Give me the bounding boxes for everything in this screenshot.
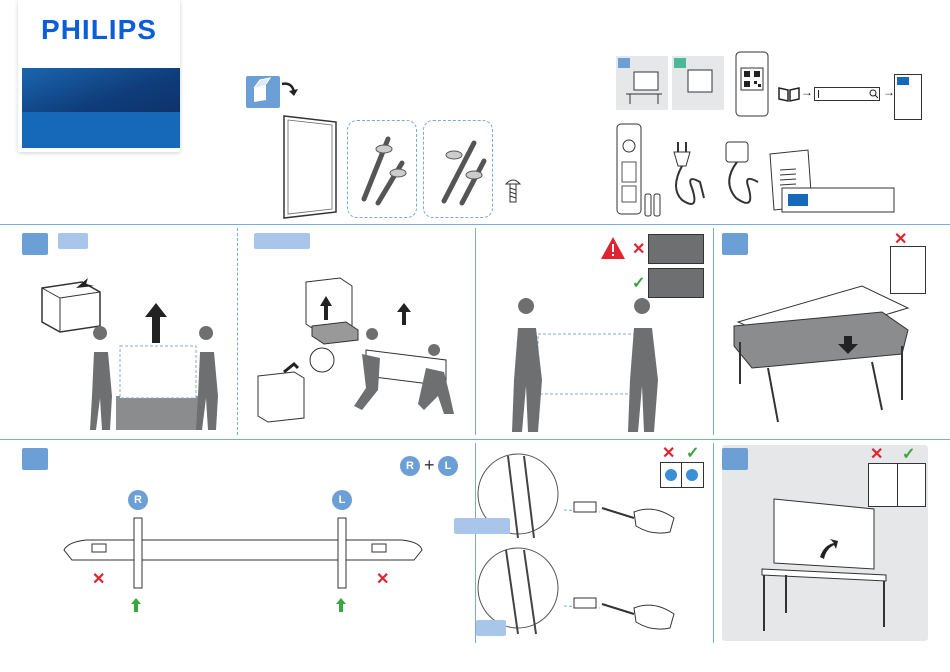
column-divider-1: [237, 228, 238, 435]
cross-icon: ✕: [92, 572, 105, 588]
step-marker: [722, 233, 748, 255]
box-lift-icon: [36, 270, 106, 332]
table-placement-thumb: [616, 56, 668, 110]
power-cord-icon: [664, 138, 708, 218]
arrow-curve-icon: [280, 80, 300, 100]
arrow-right: →: [801, 85, 813, 99]
stand-legs-group-1: [347, 120, 417, 218]
screwdriver-icon: [560, 488, 680, 544]
badge-r-position: R: [128, 490, 148, 510]
badge-r: R: [400, 456, 420, 476]
tv-on-stand-table: [756, 491, 896, 631]
book-icon: [778, 86, 800, 102]
column-divider-3: [713, 228, 714, 435]
cross-icon: ✕: [376, 572, 389, 588]
stand-leg-icon: [354, 135, 410, 205]
column-divider-5: [713, 443, 714, 643]
step-marker: [22, 233, 48, 255]
document-icon: [894, 74, 922, 120]
correct-handling-thumb: [648, 268, 704, 298]
philips-logo: PHILIPS: [18, 0, 180, 152]
two-people-carry-tv: [512, 310, 660, 432]
final-placement-panel: ✕ ✓: [722, 445, 928, 641]
logo-stripe: [22, 112, 180, 148]
wrong-handling-thumb: [648, 234, 704, 264]
brand-name: PHILIPS: [18, 14, 180, 46]
screw-icon: [505, 178, 521, 206]
manual-icon: [768, 148, 896, 214]
remote-icon: [615, 122, 643, 216]
wall-icon: [680, 66, 720, 102]
two-people-lifting-tv: [90, 336, 218, 430]
check-icon: ✓: [902, 447, 915, 463]
tv-bottom-view: [62, 516, 424, 606]
table-icon: [624, 70, 664, 106]
plus-symbol: +: [424, 455, 435, 476]
cross-icon: ✕: [662, 446, 675, 462]
search-field-icon: [814, 87, 880, 101]
step-tag: [58, 233, 88, 249]
step-marker: [22, 448, 48, 470]
people-kneeling-tv: [352, 336, 460, 416]
detail-tag-small: [476, 620, 506, 636]
arrow-up-small-icon: [397, 303, 411, 325]
column-divider-4: [475, 443, 476, 643]
power-cord-uk-icon: [714, 138, 764, 218]
warning-icon: [600, 236, 626, 260]
stand-leg-icon: [430, 135, 486, 205]
batteries-icon: [644, 192, 662, 218]
arrow-up-green-icon: [131, 598, 141, 612]
section-divider-2: [0, 439, 950, 440]
qr-phone-icon: [734, 50, 770, 118]
tv-panel-icon: [280, 112, 340, 222]
open-box-icon: [246, 76, 280, 108]
box-unpack-icon: [254, 276, 368, 422]
tv-on-table: [732, 282, 914, 424]
cross-icon: ✕: [870, 447, 883, 463]
arrow-up-green-icon: [336, 598, 346, 612]
check-icon: ✓: [632, 276, 645, 292]
search-icon: [869, 89, 879, 99]
screwdriver-icon: [560, 584, 680, 640]
step-marker: [722, 448, 748, 470]
detail-tag: [454, 518, 510, 534]
badge-l-position: L: [332, 490, 352, 510]
wall-mount-thumb: [672, 56, 724, 110]
cross-icon: ✕: [632, 242, 645, 258]
step-tag-wide: [254, 233, 310, 249]
badge-l: L: [438, 456, 458, 476]
section-divider-1: [0, 224, 950, 225]
column-divider-2: [475, 228, 476, 435]
screw-head-compare: [660, 462, 704, 488]
check-icon: ✓: [686, 446, 699, 462]
stand-legs-group-2: [423, 120, 493, 218]
